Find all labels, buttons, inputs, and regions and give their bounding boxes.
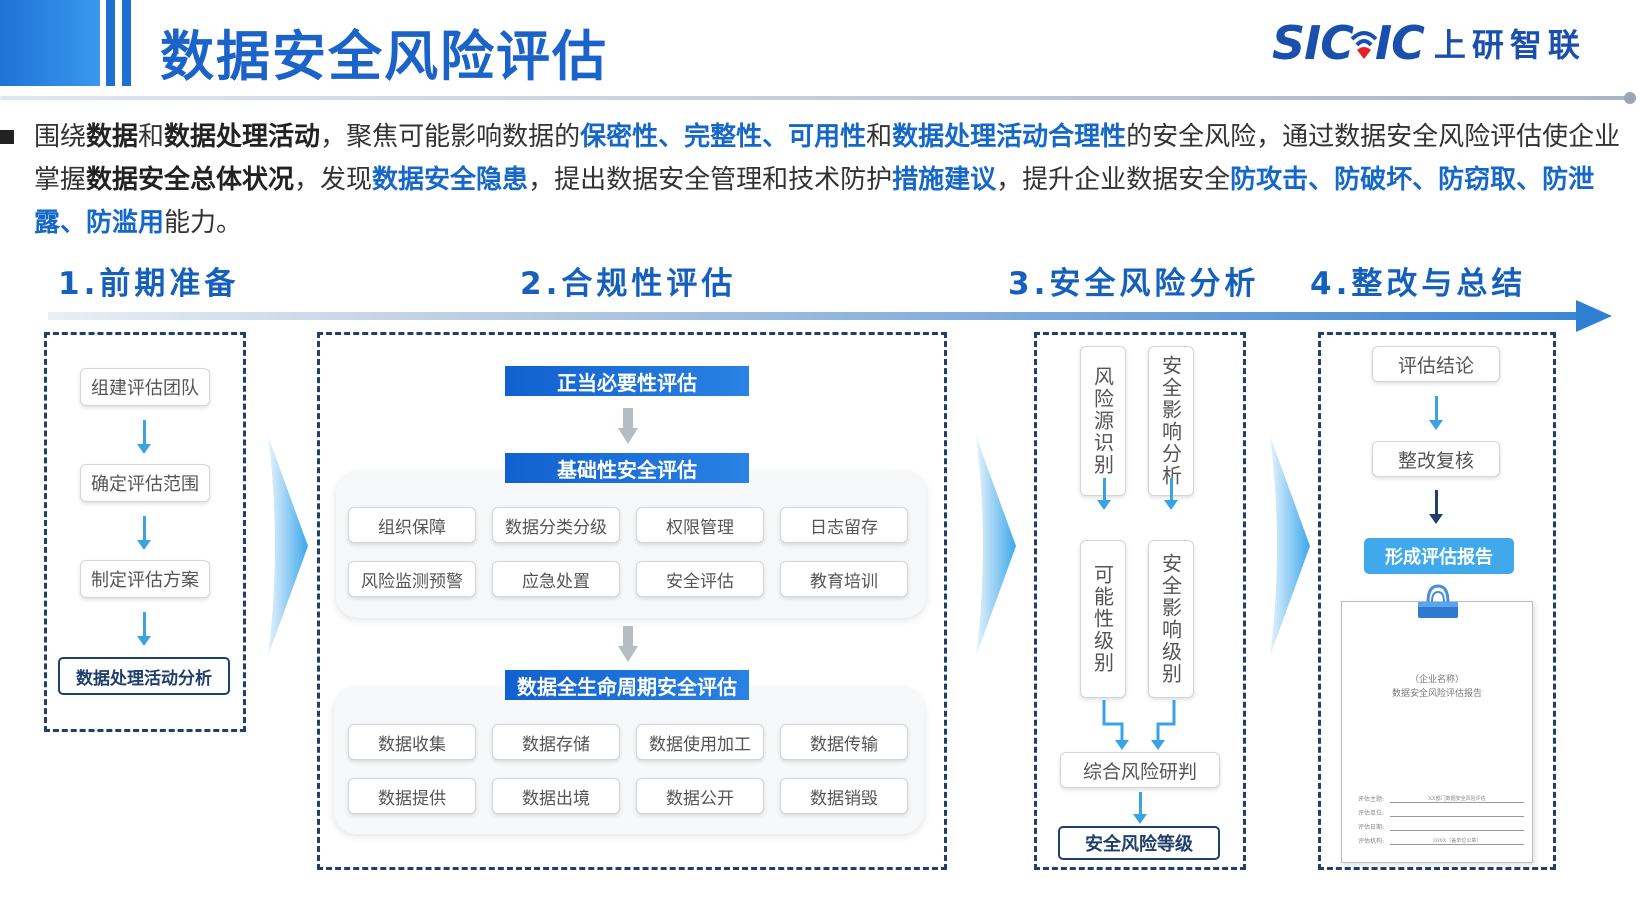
stage-heading-prep: 1.前期准备 xyxy=(58,266,240,302)
down-arrow-icon xyxy=(137,516,151,550)
chevron-right-icon xyxy=(1270,436,1310,656)
down-arrow-icon xyxy=(1429,396,1443,430)
report-row: 评估日期: xyxy=(1358,822,1524,831)
security-risk-level: 安全风险等级 xyxy=(1058,826,1220,860)
report-row: 评估单位: xyxy=(1358,808,1524,817)
down-arrow-icon xyxy=(137,420,151,454)
header-divider-dot xyxy=(1624,92,1636,104)
timeline-arrow-head xyxy=(1576,300,1612,332)
report-company: （企业名称） xyxy=(1409,675,1464,685)
lifecycle-item: 数据销毁 xyxy=(780,778,908,814)
report-title: 数据安全风险评估报告 xyxy=(1391,689,1482,699)
gray-down-arrow-icon xyxy=(618,408,638,444)
generate-report: 形成评估报告 xyxy=(1364,538,1514,574)
page-title: 数据安全风险评估 xyxy=(160,25,608,88)
security-impact-analysis: 安全影响分析 xyxy=(1148,346,1194,496)
prep-step-plan: 制定评估方案 xyxy=(80,560,210,598)
report-row: 评估机构:20XX（盖单位公章） xyxy=(1358,836,1524,845)
down-arrow-icon xyxy=(1429,490,1443,524)
logo-chinese-name: 上研智联 xyxy=(1433,26,1586,64)
chevron-right-icon xyxy=(976,436,1016,656)
merge-arrows-icon xyxy=(1102,700,1176,750)
down-arrow-icon xyxy=(1097,478,1111,510)
security-impact-level: 安全影响级别 xyxy=(1148,540,1194,698)
header-accent-bar xyxy=(122,0,131,86)
basic-item: 安全评估 xyxy=(636,561,764,597)
risk-source-identification: 风险源识别 xyxy=(1080,346,1126,496)
basic-item: 权限管理 xyxy=(636,507,764,543)
lifecycle-item: 数据使用加工 xyxy=(636,724,764,760)
risk-panel xyxy=(1034,332,1246,870)
lifecycle-item: 数据收集 xyxy=(348,724,476,760)
basic-security-band: 基础性安全评估 xyxy=(505,453,749,483)
down-arrow-icon xyxy=(1164,478,1178,510)
summary-panel xyxy=(1318,332,1556,870)
intro-paragraph: 围绕数据和数据处理活动，聚焦可能影响数据的保密性、完整性、可用性和数据处理活动合… xyxy=(34,122,1621,238)
prep-step-scope: 确定评估范围 xyxy=(80,464,210,502)
assessment-conclusion: 评估结论 xyxy=(1372,346,1500,382)
basic-item: 应急处置 xyxy=(492,561,620,597)
chevron-right-icon xyxy=(268,436,308,656)
basic-item: 教育培训 xyxy=(780,561,908,597)
down-arrow-icon xyxy=(137,612,151,646)
lifecycle-item: 数据公开 xyxy=(636,778,764,814)
legitimacy-assessment-band: 正当必要性评估 xyxy=(505,366,749,396)
combined-risk-judgement: 综合风险研判 xyxy=(1060,752,1220,788)
binder-clip-icon xyxy=(1418,584,1458,618)
bullet-icon xyxy=(0,130,14,144)
prep-step-team: 组建评估团队 xyxy=(80,368,210,406)
company-logo: SIC IC 上研智联 xyxy=(1272,16,1586,70)
prep-panel xyxy=(44,332,246,732)
header-accent-block xyxy=(0,0,100,86)
lifecycle-item: 数据传输 xyxy=(780,724,908,760)
wifi-icon xyxy=(1350,31,1378,59)
prep-step-analysis: 数据处理活动分析 xyxy=(58,657,230,695)
lifecycle-item: 数据提供 xyxy=(348,778,476,814)
lifecycle-item: 数据出境 xyxy=(492,778,620,814)
basic-item: 日志留存 xyxy=(780,507,908,543)
basic-item: 数据分类分级 xyxy=(492,507,620,543)
report-document: （企业名称） 数据安全风险评估报告 评估主题:XX部门数据安全风险评估 评估单位… xyxy=(1341,601,1533,863)
stage-heading-compliance: 2.合规性评估 xyxy=(520,266,737,302)
stage-heading-risk: 3.安全风险分析 xyxy=(1008,266,1260,302)
basic-item: 风险监测预警 xyxy=(348,561,476,597)
gray-down-arrow-icon xyxy=(618,626,638,662)
stage-heading-summary: 4.整改与总结 xyxy=(1310,266,1527,302)
logo-mark-right: IC xyxy=(1375,16,1425,70)
likelihood-level: 可能性级别 xyxy=(1080,540,1126,698)
compliance-panel xyxy=(317,332,947,870)
lifecycle-item: 数据存储 xyxy=(492,724,620,760)
down-arrow-icon xyxy=(1133,792,1147,824)
logo-mark-left: SIC xyxy=(1272,16,1354,70)
header-accent-bar xyxy=(106,0,115,86)
basic-item: 组织保障 xyxy=(348,507,476,543)
report-row: 评估主题:XX部门数据安全风险评估 xyxy=(1358,794,1524,803)
rectification-review: 整改复核 xyxy=(1372,441,1500,477)
timeline-arrow xyxy=(48,312,1578,320)
lifecycle-security-band: 数据全生命周期安全评估 xyxy=(505,670,749,700)
header-divider xyxy=(0,96,1634,100)
